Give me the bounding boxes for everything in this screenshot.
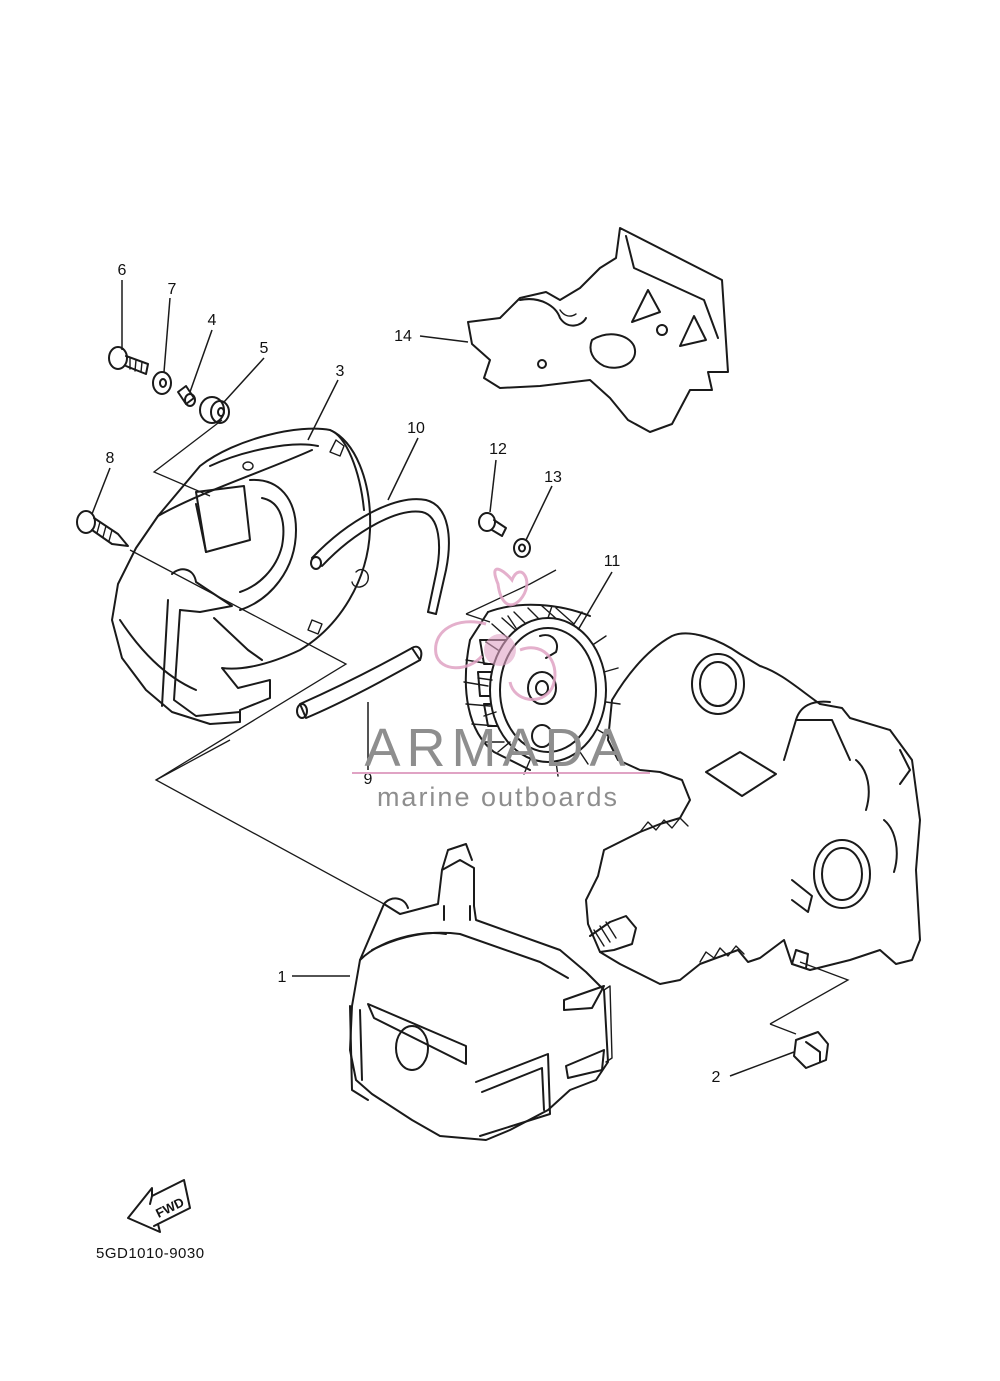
part-9-hose <box>296 645 423 719</box>
watermark-underline <box>352 772 650 774</box>
part-12-bolt <box>478 512 507 537</box>
diagram-code: 5GD1010-9030 <box>96 1245 205 1262</box>
part-13-washer <box>513 538 531 558</box>
label-part-8: 8 <box>106 450 115 467</box>
part-7-washer <box>152 371 172 395</box>
label-part-14: 14 <box>394 328 412 345</box>
label-part-7: 7 <box>168 281 177 298</box>
label-part-9: 9 <box>364 771 373 788</box>
watermark: ARMADA marine outboards <box>352 567 650 812</box>
label-part-6: 6 <box>118 262 127 279</box>
label-part-11: 11 <box>604 553 621 570</box>
fwd-arrow: FWD <box>127 1179 191 1233</box>
label-part-1: 1 <box>278 969 287 986</box>
part-4-collar <box>177 385 196 407</box>
part-6-bolt <box>108 346 149 375</box>
part-2-clip <box>793 1031 829 1069</box>
assembly-lines <box>129 419 850 1035</box>
engine-block <box>585 632 921 985</box>
label-part-12: 12 <box>489 441 507 458</box>
watermark-tagline: marine outboards <box>377 782 619 812</box>
label-part-13: 13 <box>544 469 562 486</box>
label-part-10: 10 <box>407 420 425 437</box>
label-part-4: 4 <box>208 312 217 329</box>
part-1-housing <box>349 843 613 1141</box>
leader-lines <box>91 280 795 1077</box>
label-part-2: 2 <box>712 1069 721 1086</box>
label-part-5: 5 <box>260 340 269 357</box>
part-labels: 6 7 4 5 3 10 8 14 12 13 11 9 1 2 <box>106 262 721 1086</box>
part-14-plate <box>467 227 729 433</box>
watermark-brand: ARMADA <box>364 718 631 778</box>
part-8-screw <box>76 510 129 547</box>
part-3-flywheel-cover <box>111 427 372 725</box>
part-5-grommet <box>199 396 230 424</box>
part-10-hose <box>310 498 450 615</box>
watermark-logo-icon <box>434 567 557 701</box>
label-part-3: 3 <box>336 363 345 380</box>
